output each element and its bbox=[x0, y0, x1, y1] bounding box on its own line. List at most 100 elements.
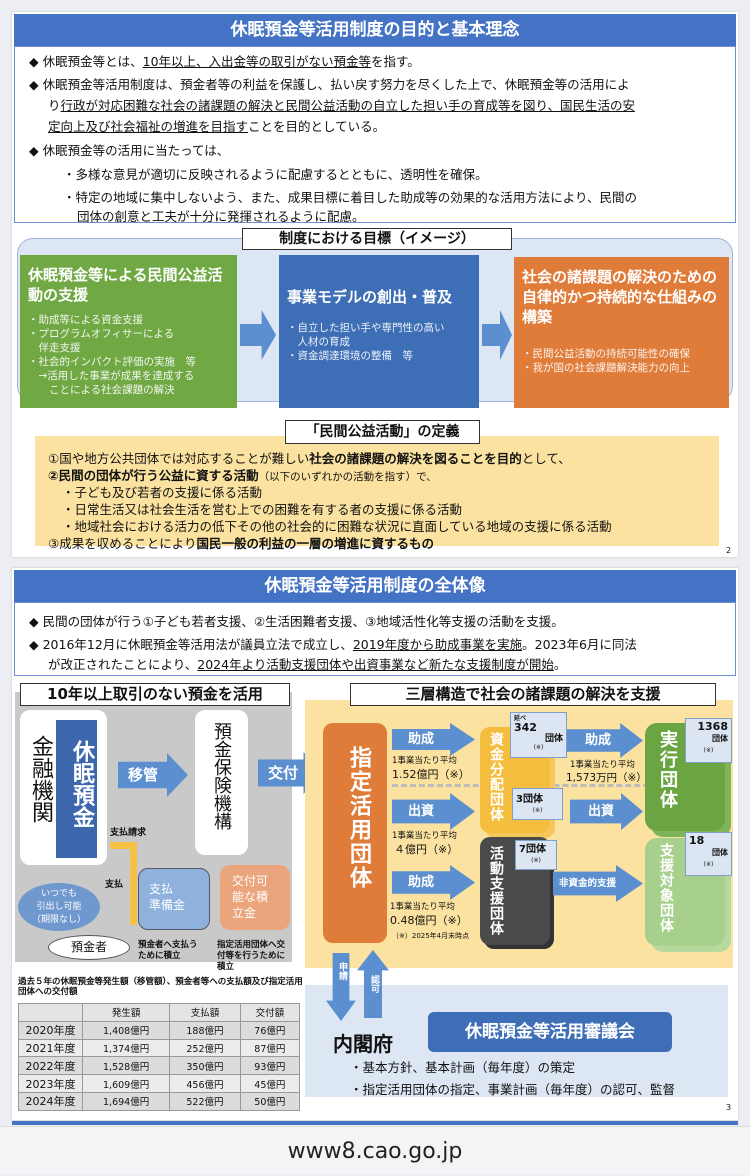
col-header: 交付額 bbox=[239, 1003, 301, 1022]
avg-label: 1事業当たり平均 bbox=[392, 831, 457, 841]
page-number: 2 bbox=[726, 546, 732, 555]
table-cell: 2024年度 bbox=[18, 1091, 83, 1111]
table-cell: 2021年度 bbox=[18, 1038, 83, 1058]
badge-count: 7団体 bbox=[519, 844, 546, 855]
table-cell: 456億円 bbox=[169, 1074, 241, 1093]
slide1-title: 休眠預金等活用制度の目的と基本理念 bbox=[14, 14, 736, 46]
bullet-2-line3: 定向上及び社会福祉の増進を目指すことを目的としている。 bbox=[48, 119, 386, 134]
payment-arrow-head bbox=[110, 842, 137, 849]
avg-value-invest: ４億円（※） bbox=[394, 843, 459, 856]
dic-label: 預金保険機構 bbox=[211, 722, 232, 830]
bullet-3-sub1: ・多様な意見が適切に反映されるように配慮するとともに、透明性を確保。 bbox=[63, 167, 488, 182]
dormant-deposit-box bbox=[56, 720, 97, 858]
slide2-title: 休眠預金等活用制度の全体像 bbox=[14, 570, 736, 602]
goal-items: ・民間公益活動の持続可能性の確保・我が国の社会課題解決能力の向上 bbox=[522, 348, 690, 374]
page-number: 3 bbox=[726, 1103, 732, 1112]
financial-institution-label: 金融機関 bbox=[28, 735, 53, 823]
table-cell: 522億円 bbox=[169, 1091, 241, 1111]
badge-count: 1368 bbox=[697, 720, 728, 733]
badge-note: (※) bbox=[703, 747, 714, 754]
apply-label: 申請 bbox=[337, 962, 347, 980]
council-box: 休眠預金等活用審議会 bbox=[428, 1012, 672, 1052]
designated-org-box bbox=[323, 723, 387, 943]
definition-sub1: ・子ども及び若者の支援に係る活動 bbox=[62, 485, 263, 500]
designated-org-label: 指定活用団体 bbox=[346, 746, 371, 890]
table-cell: 2023年度 bbox=[18, 1074, 83, 1093]
bullet-2: ◆ 2016年12月に休眠預金等活用法が議員立法で成立し、2019年度から助成事… bbox=[29, 637, 637, 652]
definition-3: ③成果を収めることにより国民一般の利益の一層の増進に資するもの bbox=[48, 536, 434, 551]
avg-value-exec: 1,573万円（※） bbox=[566, 772, 647, 784]
avg-label: 1事業当たり平均 bbox=[570, 760, 635, 770]
grant-reserve-box: 交付可 能な積 立金 bbox=[220, 865, 290, 930]
payment-arrow bbox=[130, 845, 137, 925]
deposit-flow-label: 10年以上取引のない預金を活用 bbox=[20, 683, 290, 706]
bullet-3-sub2: ・特定の地域に集中しないよう、また、成果目標に着目した助成等の効果的な活用方法に… bbox=[63, 190, 638, 205]
table-cell: 1,694億円 bbox=[81, 1091, 171, 1111]
badge-unit: 団体 bbox=[544, 734, 563, 744]
reserve-note: 預金者へ支払う ために積立 bbox=[138, 940, 198, 961]
badge-fund-invest: 3団体 (※) bbox=[512, 788, 563, 820]
badge-count: 18 bbox=[689, 834, 705, 847]
goal-box-support: 休眠預金等による民間公益活動の支援 ・助成等による資金支援・プログラムオフィサー… bbox=[20, 255, 237, 408]
bullet-2-line2: り行政が対応困難な社会の諸課題の解決と民間公益活動の自立した担い手の育成等を図り… bbox=[48, 98, 636, 113]
table-cell: 2020年度 bbox=[18, 1020, 83, 1040]
table-cell: 93億円 bbox=[239, 1056, 301, 1076]
url-bar[interactable]: www8.cao.go.jp bbox=[0, 1126, 750, 1175]
table-cell: 1,609億円 bbox=[81, 1074, 171, 1093]
badge-note: (※) bbox=[531, 857, 541, 864]
bullet-1: ◆ 休眠預金等とは、10年以上、入出金等の取引がない預金等を指す。 bbox=[29, 54, 420, 69]
definition-sub3: ・地域社会における活力の低下その他の社会的に困難な状況に直面している地域の支援に… bbox=[62, 519, 612, 534]
badge-note: (※) bbox=[703, 861, 714, 868]
table-cell: 1,374億円 bbox=[81, 1038, 171, 1058]
goal-box-system: 社会の諸課題の解決のための自律的かつ持続的な仕組みの構築 ・民間公益活動の持続可… bbox=[514, 257, 729, 408]
executing-org-label: 実行団体 bbox=[657, 730, 678, 810]
goals-label: 制度における目標（イメージ） bbox=[242, 228, 512, 250]
definition-label: 「民間公益活動」の定義 bbox=[285, 420, 480, 444]
dic-box bbox=[195, 710, 248, 855]
goal-title: 社会の諸課題の解決のための自律的かつ持続的な仕組みの構築 bbox=[522, 268, 718, 326]
slide1-bullets: ◆ 休眠預金等とは、10年以上、入出金等の取引がない預金等を指す。 ◆ 休眠預金… bbox=[14, 46, 736, 224]
bullet-2: ◆ 休眠預金等活用制度は、預金者等の利益を保護し、払い戻す努力を尽くした上で、休… bbox=[29, 77, 630, 92]
url-text: www8.cao.go.jp bbox=[287, 1139, 463, 1164]
goal-box-model: 事業モデルの創出・普及 ・自立した担い手や専門性の高い 人材の育成・資金調達環境… bbox=[279, 255, 479, 408]
table-cell: 350億円 bbox=[169, 1056, 241, 1076]
goal-items: ・自立した担い手や専門性の高い 人材の育成・資金調達環境の整備 等 bbox=[287, 322, 445, 362]
pay-label: 支払 bbox=[105, 880, 124, 890]
definition-panel bbox=[35, 436, 719, 546]
col-header bbox=[18, 1003, 83, 1022]
bullet-2-line2: が改正されたことにより、2024年より活動支援団体や出資事業など新たな支援制度が… bbox=[48, 657, 567, 672]
badge-unit: 団体 bbox=[712, 848, 728, 857]
table-cell: 252億円 bbox=[169, 1038, 241, 1058]
reserve-box: 支払 準備金 bbox=[138, 868, 210, 930]
activity-support-org-label: 活動支援団体 bbox=[488, 846, 504, 936]
cabinet-duty-2: ・指定活用団体の指定、事業計画（毎年度）の認可、監督 bbox=[350, 1082, 676, 1097]
cabinet-duty-1: ・基本方針、基本計画（毎年度）の策定 bbox=[350, 1060, 576, 1075]
table-cell: 87億円 bbox=[239, 1038, 301, 1058]
as-of-note: （※）2025年4月末時点 bbox=[392, 932, 470, 940]
definition-2: ②民間の団体が行う公益に資する活動（以下のいずれかの活動を指す）で、 bbox=[48, 468, 437, 483]
badge-exec: 1368 団体 (※) bbox=[685, 718, 732, 763]
anytime-bubble: いつでも 引出し可能 （期限なし） bbox=[18, 883, 100, 931]
table-cell: 45億円 bbox=[239, 1074, 301, 1093]
approve-label: 認可 bbox=[369, 975, 379, 993]
table-cell: 2022年度 bbox=[18, 1056, 83, 1076]
badge-note: (※) bbox=[532, 807, 543, 814]
definition-sub2: ・日常生活又は社会生活を営む上での困難を有する者の支援に係る活動 bbox=[62, 502, 463, 517]
next-slide-edge bbox=[12, 1121, 738, 1125]
goal-title: 休眠預金等による民間公益活動の支援 bbox=[28, 266, 223, 304]
fund-distribution-org-label: 資金分配団体 bbox=[488, 732, 504, 822]
table-caption: 過去５年の休眠預金等発生額（移管額）、預金者等への支払額及び指定活用団体への交付… bbox=[18, 977, 303, 997]
badge-note: (※) bbox=[533, 744, 544, 751]
avg-label: 1事業当たり平均 bbox=[392, 756, 457, 766]
badge-prefix: 延べ bbox=[514, 715, 527, 722]
bullet-3-sub2-line2: 団体の創意と工夫が十分に発揮されるように配慮。 bbox=[77, 209, 365, 224]
badge-fund-grant: 延べ 342 団体 (※) bbox=[510, 712, 567, 758]
avg-value-grant-2: 0.48億円（※） bbox=[390, 914, 468, 927]
table-cell: 188億円 bbox=[169, 1020, 241, 1040]
avg-value-grant: 1.52億円（※） bbox=[392, 768, 470, 781]
definition-1: ①国や地方公共団体では対応することが難しい社会の諸課題の解決を図ることを目的とし… bbox=[48, 451, 571, 466]
divider-dashed bbox=[392, 784, 730, 787]
